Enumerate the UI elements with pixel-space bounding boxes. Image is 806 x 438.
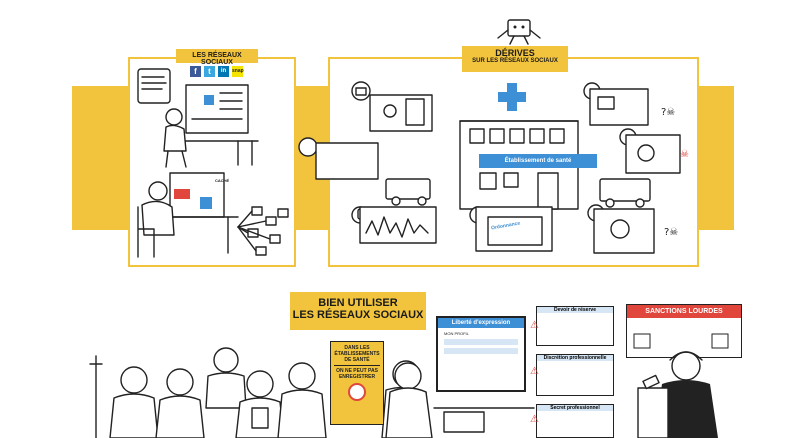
svg-text:☠: ☠ — [680, 149, 689, 160]
sign-line5: ENREGISTRER — [338, 374, 376, 380]
discretion-label: Discrétion professionnelle — [537, 355, 613, 361]
mon-profil-label: MON PROFIL — [444, 331, 469, 336]
twitter-icon: t — [204, 66, 215, 77]
sign-line3: DE SANTÉ — [344, 357, 370, 363]
secret-label: Secret professionnel — [537, 405, 613, 411]
bien-utiliser-title: BIEN UTILISER LES RÉSEAUX SOCIAUX — [290, 292, 426, 330]
sign-line4: ON NE PEUT PAS — [336, 368, 378, 374]
bien-utiliser-line2: LES RÉSEAUX SOCIAUX — [292, 308, 424, 321]
warning-icon-1: ⚠ — [530, 320, 539, 331]
sign-line2: ÉTABLISSEMENTS — [334, 351, 380, 357]
liberte-monitor: Liberté d'expression MON PROFIL — [436, 316, 526, 392]
snapchat-icon: snap — [232, 66, 244, 77]
judge-illustration — [633, 333, 729, 438]
bien-utiliser-line1: BIEN UTILISER — [318, 297, 398, 309]
secret-card: Secret professionnel — [536, 404, 614, 438]
svg-text:?☠: ?☠ — [664, 227, 678, 238]
warning-icon-3: ⚠ — [530, 414, 539, 425]
devoir-card: Devoir de réserve — [536, 306, 614, 346]
reseaux-illustration — [137, 68, 289, 258]
social-icons-row: f t in snap — [190, 66, 270, 80]
reseaux-sociaux-title: LES RÉSEAUX SOCIAUX — [176, 49, 258, 66]
recording-ban-sign: DANS LES ÉTABLISSEMENTS DE SANTÉ ON NE P… — [330, 341, 384, 425]
discretion-card: Discrétion professionnelle — [536, 354, 614, 396]
etablissement-banner: Établissement de santé — [479, 154, 597, 168]
sanctions-label: SANCTIONS LOURDES — [627, 305, 741, 318]
warning-icon-2: ⚠ — [530, 366, 539, 377]
derives-title-line1: DÉRIVES — [495, 48, 535, 58]
svg-text:?☠: ?☠ — [661, 107, 675, 118]
devoir-label: Devoir de réserve — [537, 307, 613, 313]
derives-title-line2: SUR LES RÉSEAUX SOCIAUX — [472, 58, 558, 65]
woman-at-computer — [385, 362, 535, 438]
derives-title: DÉRIVES SUR LES RÉSEAUX SOCIAUX — [462, 46, 568, 72]
cache-label: CACHÉ — [215, 178, 230, 183]
sanctions-panel: SANCTIONS LOURDES — [626, 304, 742, 358]
phone-mascot-icon — [497, 19, 541, 45]
sign-line1: DANS LES — [344, 345, 370, 351]
linkedin-icon: in — [218, 66, 229, 77]
facebook-icon: f — [190, 66, 201, 77]
no-camera-icon — [348, 383, 366, 401]
liberte-title: Liberté d'expression — [438, 318, 524, 328]
